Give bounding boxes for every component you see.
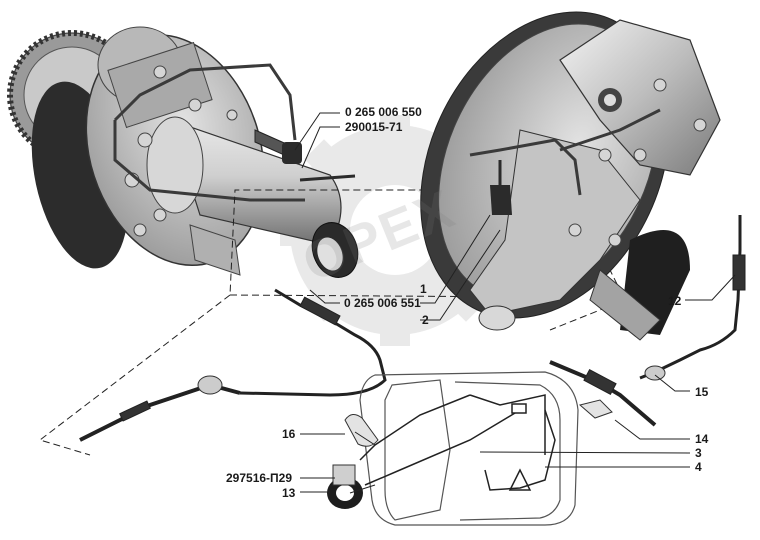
callout-bracket-part: 290015-71 xyxy=(345,120,403,134)
callout-16: 16 xyxy=(282,427,296,441)
callout-leader-lines xyxy=(294,112,736,494)
callout-14: 14 xyxy=(695,432,709,446)
callout-clamp-part: 297516-П29 xyxy=(226,471,293,485)
vehicle-outline xyxy=(359,371,579,526)
brake-caliper xyxy=(559,19,721,176)
wheel-speed-sensor-right xyxy=(490,160,512,215)
steering-knuckle xyxy=(469,129,641,316)
callout-1: 1 xyxy=(420,282,427,296)
callout-sensor-part-2: 0 265 006 551 xyxy=(344,296,421,310)
right-sensor-harness xyxy=(549,215,746,427)
callout-12: 12 xyxy=(668,294,682,308)
callout-3: 3 xyxy=(695,446,702,460)
vehicle-harness-routing xyxy=(359,394,556,491)
clamp-14 xyxy=(578,399,613,419)
callout-2: 2 xyxy=(422,313,429,327)
callout-4: 4 xyxy=(695,460,702,474)
callout-15: 15 xyxy=(695,385,709,399)
clamp-16 xyxy=(344,414,379,447)
callout-sensor-part: 0 265 006 550 xyxy=(345,105,422,119)
callout-13: 13 xyxy=(282,486,296,500)
clamp-13 xyxy=(327,464,363,509)
front-brake-disc-assembly xyxy=(420,11,721,341)
rear-axle-hub xyxy=(7,26,359,278)
left-sensor-harness xyxy=(79,288,387,442)
